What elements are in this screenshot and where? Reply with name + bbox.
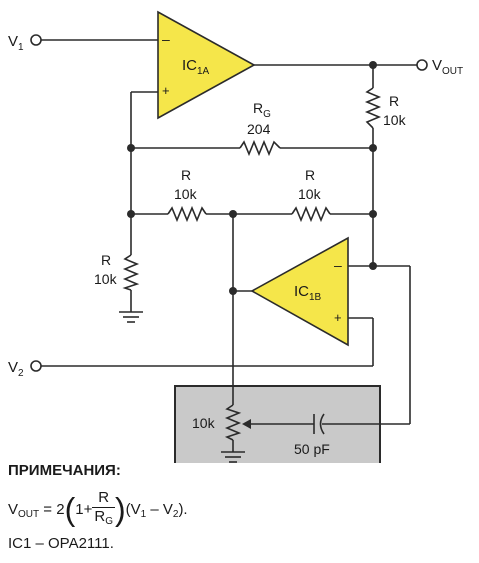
label-v2: V2	[8, 359, 24, 379]
junction-dots	[127, 61, 377, 295]
label-r-mid-right-value: 10k	[298, 186, 322, 202]
label-rg-name: RG	[253, 100, 271, 120]
label-vout: VOUT	[432, 57, 463, 77]
label-ic1b: IC1B	[294, 283, 322, 303]
resistor-r-mid-right	[291, 205, 331, 223]
resistor-r-mid-left	[167, 205, 207, 223]
ground-icon	[119, 311, 143, 323]
resistor-rg	[239, 139, 281, 157]
terminal-v2	[30, 360, 42, 372]
label-r-mid-left-name: R	[181, 167, 191, 183]
label-r-left-name: R	[101, 252, 111, 268]
ic1b-plus-sign: +	[334, 310, 342, 325]
formula-numerator: R	[92, 489, 115, 508]
potentiometer	[224, 404, 242, 441]
ic1a-plus-sign: +	[162, 83, 170, 98]
ic1b-minus-sign: –	[334, 257, 342, 273]
op-amp-ic1a	[157, 10, 256, 120]
ground-icon	[221, 451, 245, 463]
formula-one-plus: 1+	[75, 500, 93, 518]
label-rg-value: 204	[247, 121, 271, 137]
label-v1: V1	[8, 33, 24, 53]
label-cap-value: 50 pF	[294, 441, 330, 457]
notes-title: ПРИМЕЧАНИЯ:	[8, 462, 121, 479]
resistor-r-left	[122, 254, 140, 291]
pot-wiper-arrow-icon	[242, 419, 251, 429]
resistor-r-top	[364, 87, 382, 129]
capacitor-curved-plate	[319, 413, 325, 435]
part-number-line: IC1 – OPA2111.	[8, 535, 114, 552]
terminal-vout	[416, 59, 428, 71]
ic1a-minus-sign: –	[162, 31, 170, 47]
label-r-left-value: 10k	[94, 271, 118, 287]
label-r-top-value: 10k	[383, 112, 407, 128]
op-amp-ic1b	[250, 236, 349, 347]
formula-eq: = 2	[43, 500, 65, 518]
label-pot-value: 10k	[192, 415, 216, 431]
label-ic1a: IC1A	[182, 57, 210, 77]
formula-tail: (V	[125, 500, 141, 518]
label-r-mid-left-value: 10k	[174, 186, 198, 202]
formula-lhs: V	[8, 500, 19, 518]
label-r-mid-right-name: R	[305, 167, 315, 183]
terminal-v1	[30, 34, 42, 46]
label-r-top-name: R	[389, 93, 399, 109]
circuit-diagram: V1 V2 VOUT IC1A IC1B – + – + RG 204 R 10…	[8, 10, 463, 463]
formula-lhs-sub: OUT	[18, 508, 40, 520]
formula-denominator: RG	[94, 508, 113, 527]
